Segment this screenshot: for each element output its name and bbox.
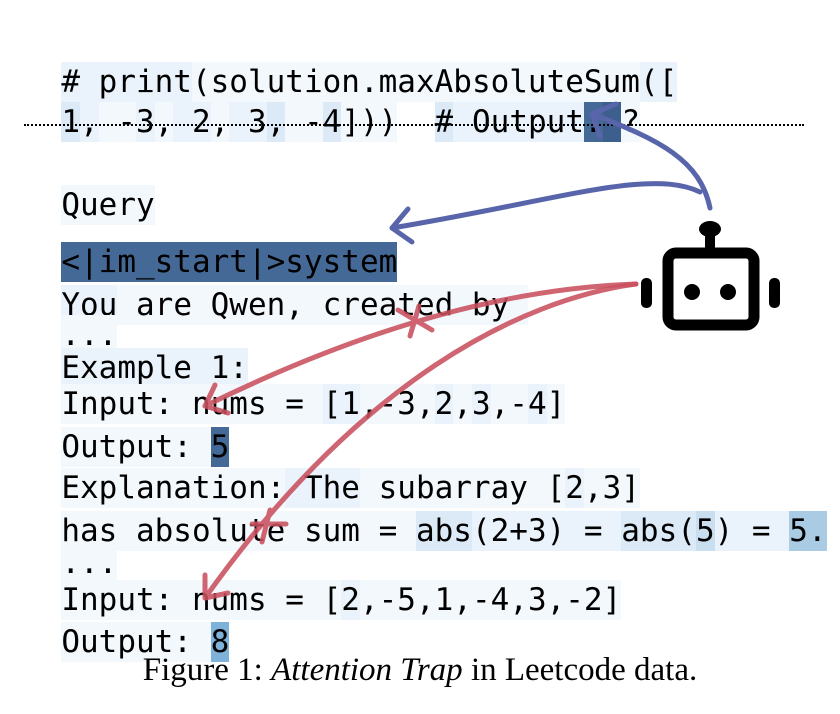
token: ])) xyxy=(341,102,398,142)
output2-line: Output: 8 xyxy=(24,582,230,662)
token: [1 xyxy=(322,384,360,424)
robot-icon xyxy=(641,221,780,331)
token: 1 xyxy=(61,102,80,142)
token: 5 xyxy=(789,511,808,551)
blue-arrow-to-system-token xyxy=(389,181,703,245)
token: ,3] xyxy=(583,468,640,508)
token: +3) = xyxy=(509,511,622,551)
token: # print xyxy=(61,62,192,102)
token: 4 xyxy=(322,102,342,142)
caption-emphasis: Attention Trap xyxy=(271,652,463,688)
token: - xyxy=(285,102,323,142)
token: ( xyxy=(471,511,491,551)
token: , xyxy=(266,102,286,142)
output2-value: 8 xyxy=(210,622,230,662)
heading-text: Query xyxy=(61,185,155,225)
token: , xyxy=(154,102,174,142)
figure-caption: Figure 1: Attention Trap in Leetcode dat… xyxy=(0,652,840,689)
token: ([ xyxy=(639,62,678,102)
token: - xyxy=(98,102,136,142)
system-token: <|im_start|>system xyxy=(61,242,398,282)
token: ) = xyxy=(714,511,790,551)
token: Output xyxy=(453,102,584,142)
query-heading: Query xyxy=(24,145,155,225)
token: abs xyxy=(621,511,678,551)
token: . xyxy=(807,511,827,551)
code-line-1: # print(solution.maxAbsoluteSum([ xyxy=(24,22,678,102)
token: Input: nums = [ xyxy=(61,580,342,620)
token: ] xyxy=(546,384,566,424)
output1-line: Output: 5 xyxy=(24,387,230,467)
caption-prefix: Figure 1: xyxy=(142,652,272,688)
dotted-divider xyxy=(24,124,804,126)
token: , xyxy=(80,102,99,142)
token: 2 xyxy=(341,580,360,620)
token: Input: nums = xyxy=(61,384,323,424)
ellipsis-line-2: ... xyxy=(24,503,118,583)
input1-line: Input: nums = [1,-3,2,3,-4] xyxy=(24,344,566,424)
token: Explanation: xyxy=(61,468,286,508)
system-token-line: <|im_start|>system xyxy=(24,202,398,282)
token: abs xyxy=(415,511,472,551)
example-label-line: Example 1: xyxy=(24,308,248,388)
blue-arrow-to-output-token xyxy=(589,101,713,211)
token: subarray [ xyxy=(359,468,566,508)
input2-line: Input: nums = [2,-5,1,-4,3,-2] xyxy=(24,540,622,620)
explanation-line-1: Explanation: The subarray [2,3] xyxy=(24,428,640,508)
output1-value: 5 xyxy=(210,427,230,467)
token: # xyxy=(434,102,454,142)
token: 5 xyxy=(695,511,715,551)
token: 2 xyxy=(490,511,510,551)
token: ( xyxy=(677,511,696,551)
token: (solution.maxAbsolute xyxy=(191,62,584,102)
token: 3 xyxy=(229,102,267,142)
token: , xyxy=(210,102,230,142)
token: 2 xyxy=(565,468,584,508)
token: , xyxy=(453,384,472,424)
caption-suffix: in Leetcode data. xyxy=(462,652,698,688)
red-arrow-to-output-8 xyxy=(202,281,639,601)
token: 2 xyxy=(434,384,454,424)
token: The xyxy=(285,468,360,508)
token: ,- xyxy=(490,384,528,424)
token: 3 xyxy=(136,102,155,142)
explanation-line-2: has absolute sum = abs(2+3) = abs(5) = 5… xyxy=(24,471,827,551)
token: Sum xyxy=(583,62,640,102)
output-label: Output: xyxy=(61,427,211,467)
output-label: Output: xyxy=(61,622,211,662)
red-arrow-to-output-5 xyxy=(202,281,639,416)
token: has absolute sum = xyxy=(61,511,416,551)
token: ,-5,1,-4,3,-2] xyxy=(359,580,622,620)
code-line-2: 1, -3, 2, 3, -4])) # Output: ? xyxy=(24,62,641,142)
token: 4 xyxy=(527,384,547,424)
ellipsis: ... xyxy=(61,543,118,583)
token: 2 xyxy=(173,102,211,142)
token: 3 xyxy=(471,384,491,424)
example-label: Example 1: xyxy=(61,348,248,388)
